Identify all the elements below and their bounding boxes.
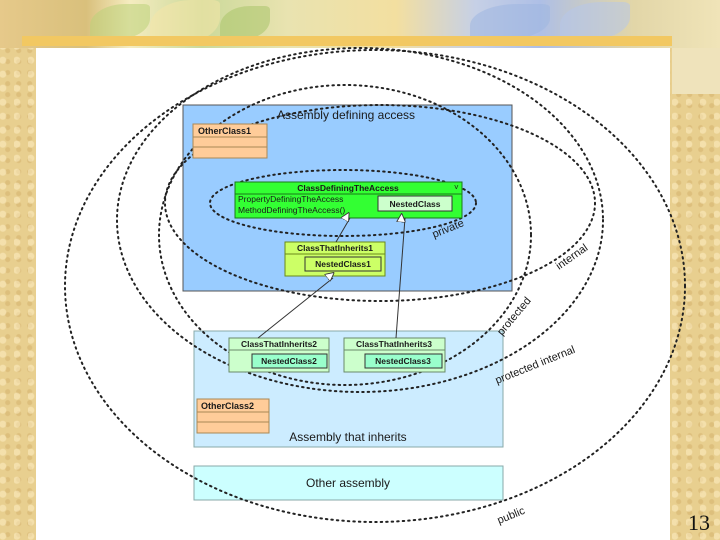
- page-number: 13: [688, 510, 710, 535]
- scope-protected-internal: [116, 47, 604, 393]
- label-protected-internal: protected internal: [494, 344, 577, 387]
- class-inherits-3: ClassThatInherits3 NestedClass3: [343, 337, 446, 373]
- nested-class-name: NestedClass: [389, 199, 440, 209]
- nested-class-1-name: NestedClass1: [315, 259, 371, 269]
- decorative-tile: [672, 48, 720, 94]
- nested-class-2-name: NestedClass2: [261, 356, 317, 366]
- other-class-1-name: OtherClass1: [198, 126, 251, 136]
- scope-internal: [164, 104, 596, 302]
- other-class-1: OtherClass1: [192, 123, 268, 159]
- class-inherits-1-name: ClassThatInherits1: [297, 243, 373, 253]
- method-defining-access: MethodDefiningTheAccess(): [238, 205, 345, 215]
- other-assembly-box: [193, 465, 504, 501]
- scope-public: [64, 49, 686, 523]
- class-inherits-3-name: ClassThatInherits3: [356, 339, 432, 349]
- nested-class-1-box: [304, 256, 382, 272]
- assembly-inherits-title: Assembly that inherits: [289, 430, 406, 444]
- collapse-chevron-icon: ˅: [454, 183, 459, 192]
- class-defining-access: ClassDefiningTheAccess PropertyDefiningT…: [234, 181, 463, 219]
- inherit-arrow-3: [395, 218, 405, 339]
- accent-bar: [22, 36, 672, 46]
- scope-protected: [158, 84, 532, 386]
- other-class-2-name: OtherClass2: [201, 401, 254, 411]
- nested-class-3-name: NestedClass3: [375, 356, 431, 366]
- nested-class-box: [377, 195, 453, 212]
- class-inherits-2-name: ClassThatInherits2: [241, 339, 317, 349]
- other-assembly-label: Other assembly: [306, 476, 390, 490]
- inherit-arrow-2: [257, 278, 333, 339]
- inherit-arrow-1: [335, 218, 351, 243]
- other-class-2: OtherClass2: [196, 398, 270, 434]
- class-inherits-1: ClassThatInherits1 NestedClass1: [284, 241, 386, 277]
- property-defining-access: PropertyDefiningTheAccess: [238, 194, 343, 204]
- class-defining-access-name: ClassDefiningTheAccess: [297, 183, 399, 193]
- label-public: public: [496, 505, 528, 527]
- nested-class-2-box: [251, 353, 328, 369]
- assembly-defining-title: Assembly defining access: [277, 108, 415, 122]
- scope-private: [209, 169, 477, 237]
- nested-class-3-box: [364, 353, 443, 369]
- decorative-banner: [0, 0, 720, 48]
- class-inherits-2: ClassThatInherits2 NestedClass2: [228, 337, 330, 373]
